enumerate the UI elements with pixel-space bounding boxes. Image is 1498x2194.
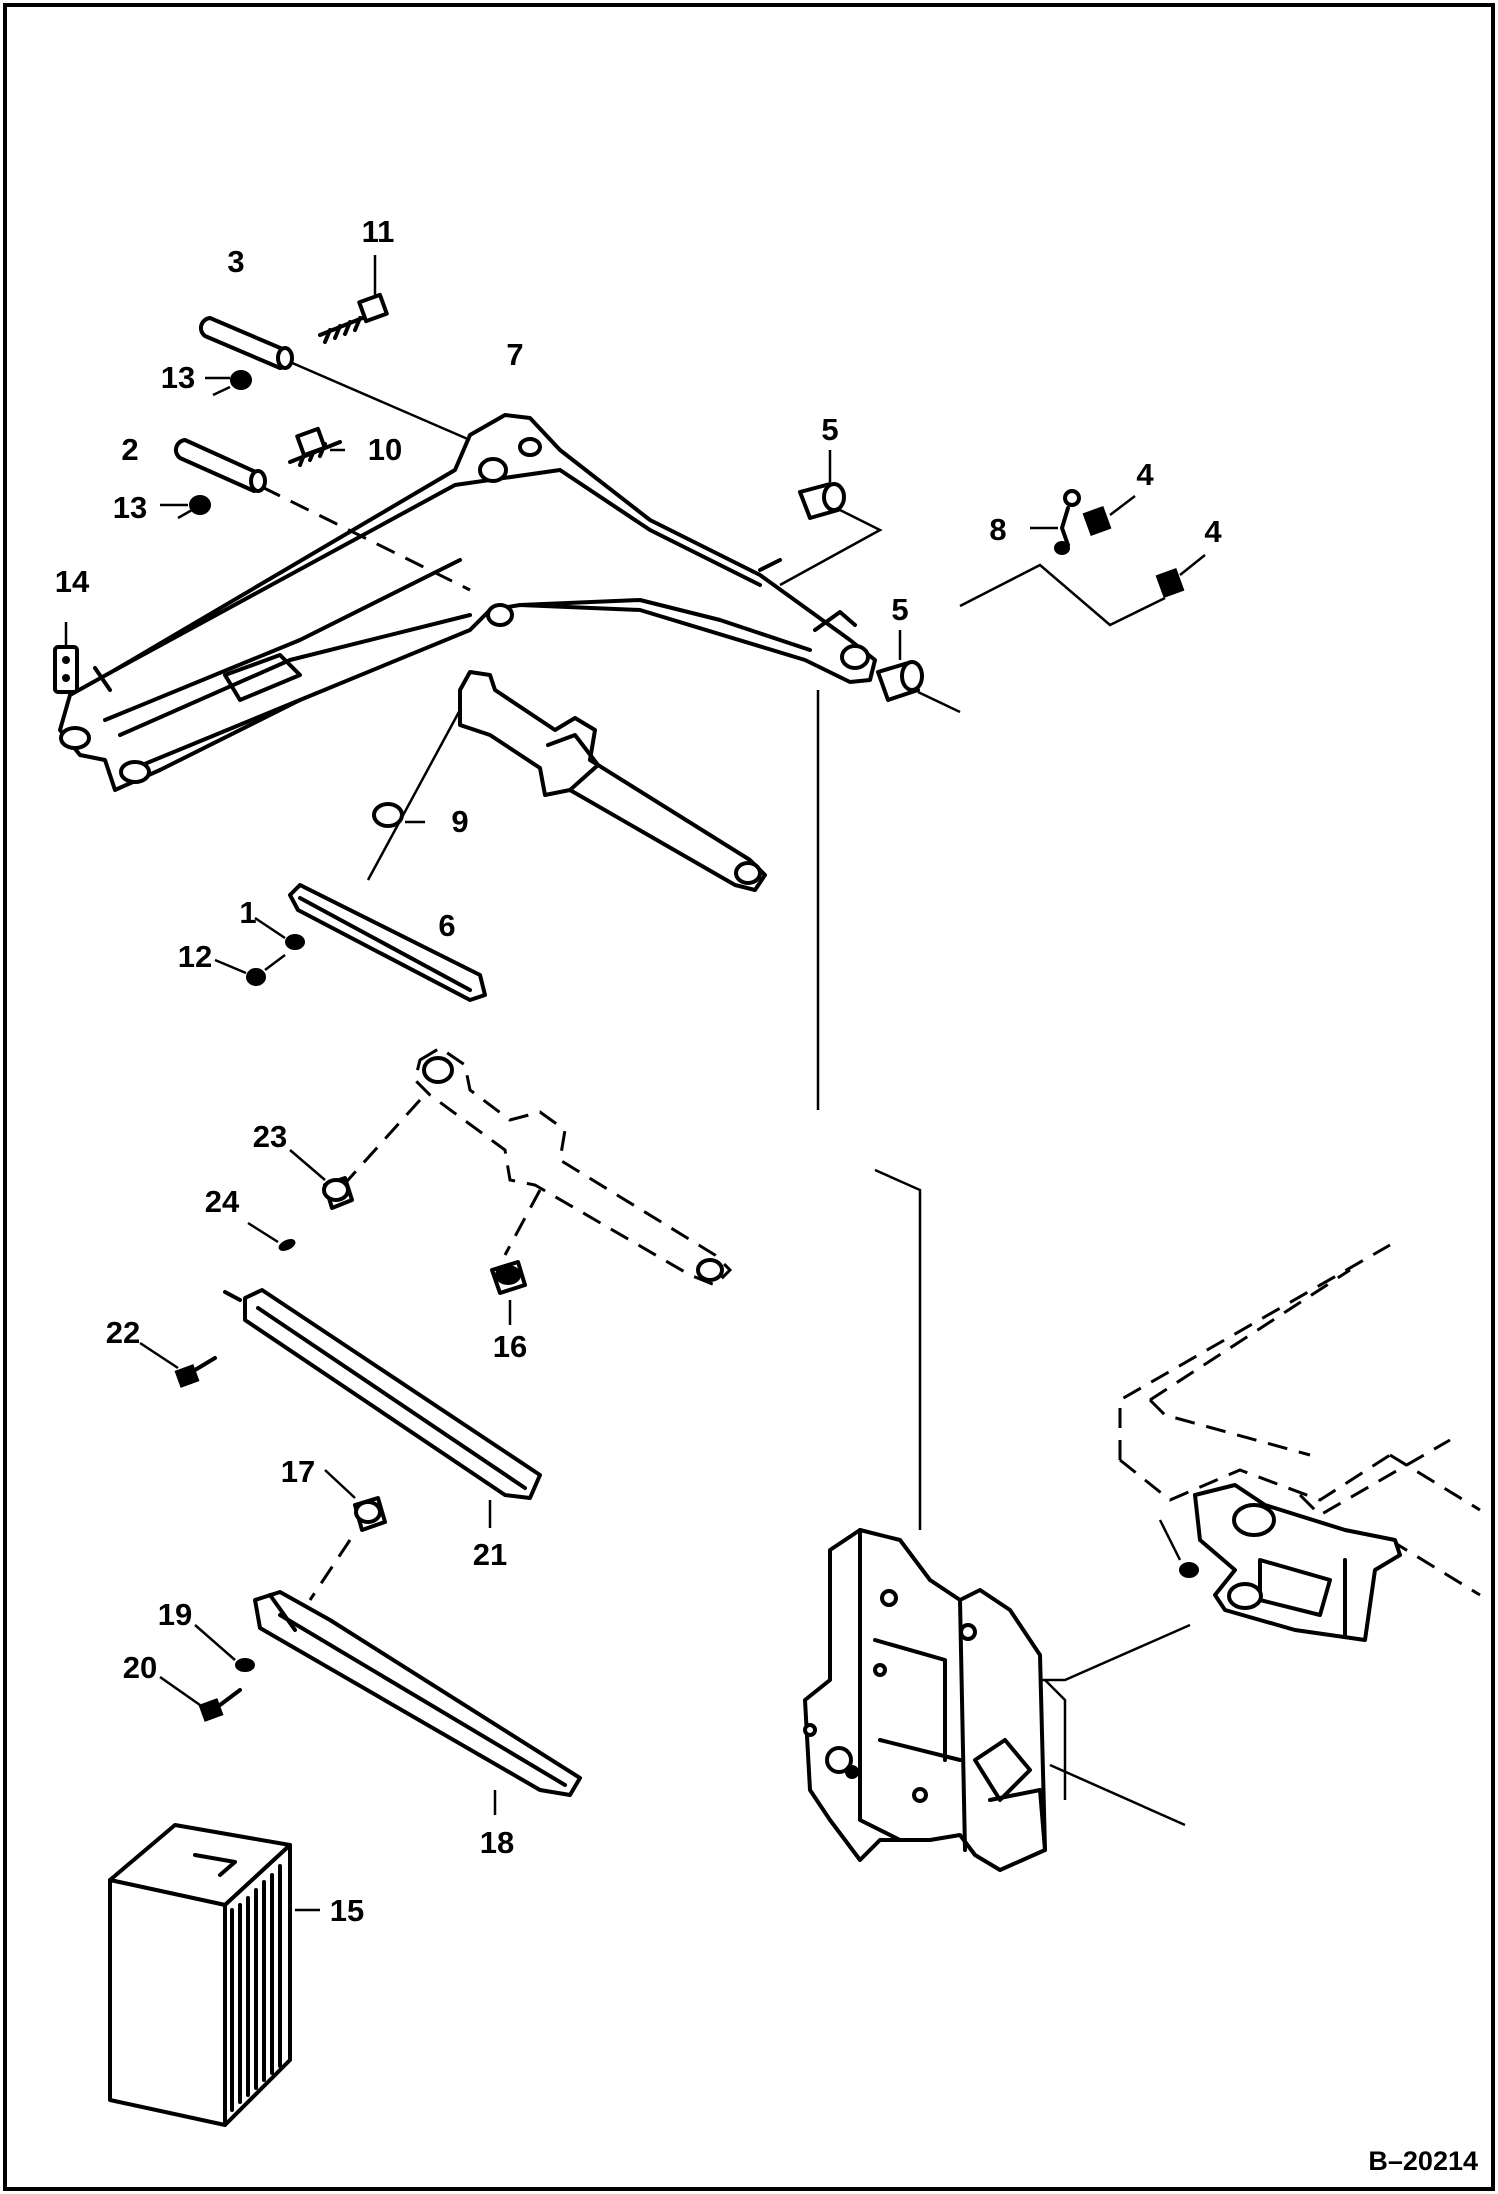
callout-8: 8 [989, 512, 1006, 547]
callout-labels: 3 11 13 7 2 10 13 5 4 8 4 14 5 9 1 6 12 … [55, 214, 1223, 1928]
callout-21: 21 [473, 1537, 507, 1572]
leader-line [503, 1189, 542, 1256]
callout-9: 9 [451, 804, 468, 839]
seal-part-9 [372, 802, 425, 828]
kit-box-part-15 [108, 1823, 320, 2127]
callout-4-upper: 4 [1136, 457, 1154, 492]
callout-5-upper: 5 [821, 412, 838, 447]
swing-bracket [803, 690, 1047, 1872]
bolt-part-22 [139, 1341, 217, 1388]
callout-14: 14 [55, 564, 90, 599]
ring-part-24 [247, 1221, 296, 1251]
callout-4-lower: 4 [1204, 514, 1222, 549]
screw-part-12 [214, 954, 286, 986]
bracket-part-14 [53, 622, 79, 694]
bushing-part-5-upper [779, 450, 883, 587]
callout-7: 7 [506, 337, 523, 372]
callout-3: 3 [227, 244, 244, 279]
callout-11: 11 [362, 214, 395, 249]
clip-part-8 [959, 489, 1166, 627]
callout-13-lower: 13 [113, 490, 147, 525]
callout-17: 17 [281, 1454, 315, 1489]
callout-16: 16 [493, 1329, 527, 1364]
washer-part-19 [194, 1624, 255, 1672]
seal-part-23 [289, 1149, 354, 1210]
swing-bracket-leaders [1040, 1623, 1191, 1827]
callout-5-lower: 5 [891, 592, 908, 627]
seal-part-17 [308, 1469, 387, 1601]
seal-part-16 [490, 1260, 527, 1325]
callout-6: 6 [438, 908, 455, 943]
guard-part-21 [223, 1288, 542, 1528]
callout-1: 1 [239, 895, 256, 930]
pin-part-2 [173, 438, 471, 592]
fitting-part-4-upper [1082, 495, 1136, 537]
bolt-part-20 [159, 1675, 242, 1722]
arm-cylinder [413, 1046, 733, 1287]
callout-24: 24 [205, 1184, 240, 1219]
boom-cylinder [458, 670, 767, 892]
bolt-part-11 [318, 255, 389, 344]
callout-15: 15 [330, 1893, 364, 1928]
callout-10: 10 [368, 432, 402, 467]
guard-part-18 [253, 1590, 582, 1815]
callout-18: 18 [480, 1825, 514, 1860]
machine-frame [1118, 1243, 1481, 1642]
callout-23: 23 [253, 1119, 287, 1154]
guard-part-6 [288, 883, 487, 1002]
boom-part-7 [58, 413, 877, 792]
fitting-part-4-lower [1155, 554, 1206, 599]
callout-2: 2 [121, 432, 138, 467]
bolt-part-10 [288, 426, 345, 467]
callout-12: 12 [178, 939, 212, 974]
nut-part-13-lower [160, 495, 211, 520]
callout-19: 19 [158, 1597, 192, 1632]
figure-number: B–20214 [1368, 2146, 1478, 2176]
callout-22: 22 [106, 1315, 140, 1350]
pin-part-3 [198, 316, 471, 442]
callout-13-upper: 13 [161, 360, 195, 395]
bushing-part-5-lower [876, 630, 961, 714]
nut-part-13-upper [205, 370, 252, 397]
leader-line [366, 709, 462, 881]
washer-part-1 [254, 916, 305, 950]
page-border [3, 3, 1495, 2191]
callout-20: 20 [123, 1650, 157, 1685]
